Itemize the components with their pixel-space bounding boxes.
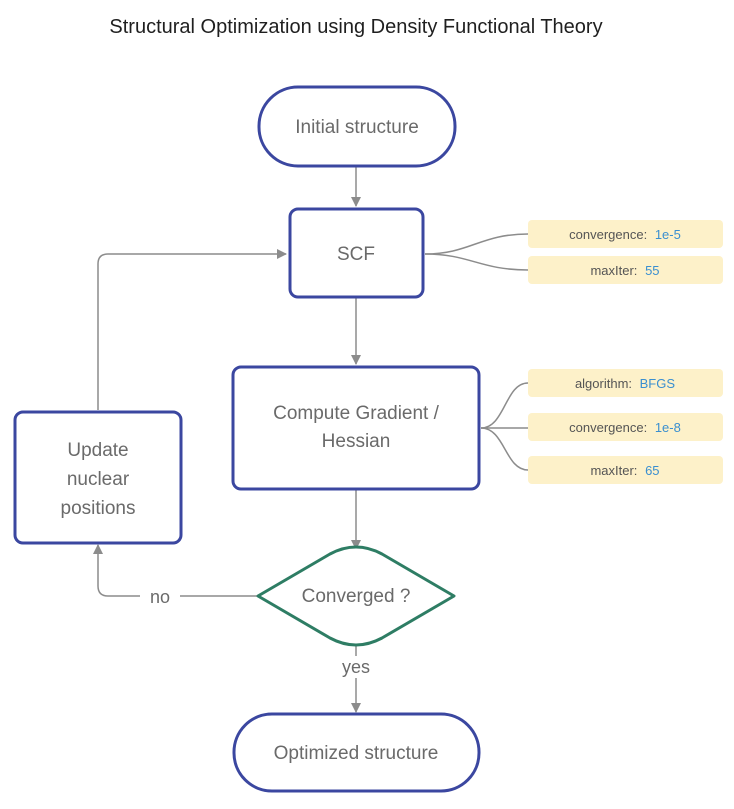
gradient-param-maxiter-value: 65 bbox=[645, 463, 659, 478]
gradient-params: algorithm: BFGS convergence: 1e-8 maxIte… bbox=[528, 369, 723, 484]
svg-text:maxIter: 55: maxIter: 55 bbox=[590, 263, 659, 278]
node-converged-decision[interactable]: Converged ? bbox=[256, 545, 456, 647]
gradient-param-connector-1 bbox=[480, 382, 529, 429]
gradient-param-maxiter: maxIter: 65 bbox=[528, 456, 723, 484]
node-update-line3: positions bbox=[61, 498, 136, 519]
node-initial-structure[interactable]: Initial structure bbox=[257, 85, 457, 168]
node-optimized-structure-label: Optimized structure bbox=[274, 743, 439, 764]
gradient-param-algorithm-value: BFGS bbox=[640, 376, 676, 391]
node-initial-structure-label: Initial structure bbox=[295, 117, 419, 138]
gradient-param-convergence-value: 1e-8 bbox=[655, 420, 681, 435]
node-update-positions[interactable]: Update nuclear positions bbox=[13, 410, 183, 545]
svg-text:algorithm: BFGS: algorithm: BFGS bbox=[575, 376, 675, 391]
scf-param-connector-1 bbox=[424, 233, 529, 255]
scf-param-maxiter-value: 55 bbox=[645, 263, 659, 278]
edge-label-yes: yes bbox=[342, 657, 370, 677]
node-compute-gradient[interactable]: Compute Gradient / Hessian bbox=[231, 365, 481, 491]
scf-param-maxiter-key: maxIter: bbox=[590, 263, 637, 278]
scf-param-convergence-key: convergence: bbox=[569, 227, 647, 242]
edge-converged-to-update bbox=[93, 544, 258, 597]
diagram-title: Structural Optimization using Density Fu… bbox=[109, 16, 603, 38]
gradient-param-algorithm-key: algorithm: bbox=[575, 376, 632, 391]
gradient-param-convergence: convergence: 1e-8 bbox=[528, 413, 723, 441]
gradient-param-algorithm: algorithm: BFGS bbox=[528, 369, 723, 397]
gradient-param-maxiter-key: maxIter: bbox=[590, 463, 637, 478]
node-scf-label: SCF bbox=[337, 244, 375, 265]
node-scf[interactable]: SCF bbox=[288, 207, 425, 299]
node-optimized-structure[interactable]: Optimized structure bbox=[232, 712, 481, 793]
scf-param-convergence: convergence: 1e-5 bbox=[528, 220, 723, 248]
node-update-line1: Update bbox=[67, 440, 128, 461]
scf-param-maxiter: maxIter: 55 bbox=[528, 256, 723, 284]
gradient-param-connector-3 bbox=[480, 427, 529, 471]
node-converged-label: Converged ? bbox=[302, 586, 411, 607]
gradient-param-convergence-key: convergence: bbox=[569, 420, 647, 435]
scf-param-convergence-value: 1e-5 bbox=[655, 227, 681, 242]
node-compute-gradient-line2: Hessian bbox=[322, 431, 391, 452]
svg-text:convergence: 1e-8: convergence: 1e-8 bbox=[569, 420, 681, 435]
node-update-line2: nuclear bbox=[67, 469, 130, 490]
scf-params: convergence: 1e-5 maxIter: 55 bbox=[528, 220, 723, 284]
scf-param-connector-2 bbox=[424, 253, 529, 271]
node-compute-gradient-line1: Compute Gradient / bbox=[273, 403, 440, 424]
svg-text:maxIter: 65: maxIter: 65 bbox=[590, 463, 659, 478]
edge-update-to-scf bbox=[97, 249, 287, 410]
svg-text:convergence: 1e-5: convergence: 1e-5 bbox=[569, 227, 681, 242]
edge-label-no: no bbox=[150, 587, 170, 607]
